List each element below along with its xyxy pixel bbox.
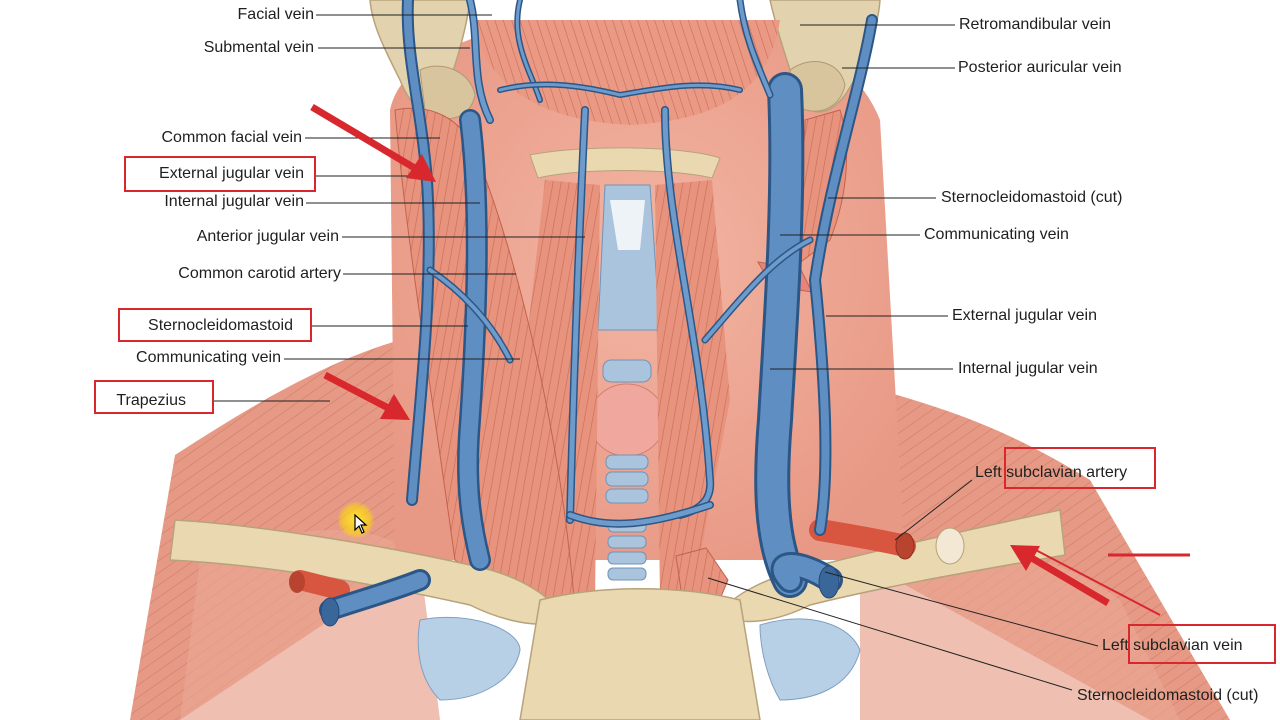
veins: [319, 0, 878, 621]
label-facial-vein: Facial vein: [237, 6, 314, 23]
arrow-annotation-icon: [310, 103, 1190, 616]
label-posterior-auricular-vein: Posterior auricular vein: [958, 59, 1122, 76]
label-internal-jugular-vein-right: Internal jugular vein: [958, 360, 1098, 377]
label-communicating-vein-left: Communicating vein: [136, 349, 281, 366]
subclavian-artery-left: [290, 570, 350, 600]
label-external-jugular-vein-right: External jugular vein: [952, 307, 1097, 324]
cursor-pointer-icon: [354, 514, 368, 534]
label-communicating-vein-right: Communicating vein: [924, 226, 1069, 243]
highlight-box-sternocleidomastoid: [118, 308, 312, 342]
label-left-subclavian-artery: Left subclavian artery: [975, 464, 1128, 481]
label-submental-vein: Submental vein: [203, 39, 314, 56]
label-common-carotid-artery: Common carotid artery: [178, 265, 341, 282]
sternum-manubrium: [519, 588, 761, 720]
label-external-jugular-vein-left: External jugular vein: [159, 165, 304, 182]
label-left-subclavian-vein: Left subclavian vein: [1102, 637, 1243, 654]
label-sternocleidomastoid-left: Sternocleidomastoid: [148, 317, 293, 334]
highlight-box-subclavian-vein: [1128, 624, 1276, 664]
highlight-box-trapezius: [94, 380, 214, 414]
label-trapezius: Trapezius: [116, 392, 186, 409]
thyroid-gland: [588, 383, 666, 457]
label-anterior-jugular-vein: Anterior jugular vein: [196, 228, 339, 245]
trachea-ring: [602, 359, 652, 383]
highlight-box-external-jugular-vein: [124, 156, 316, 192]
highlight-box-subclavian-artery: [1004, 447, 1156, 489]
infrahyoid-muscles-right: [655, 180, 730, 610]
label-internal-jugular-vein-left: Internal jugular vein: [164, 193, 304, 210]
label-retromandibular-vein: Retromandibular vein: [959, 16, 1112, 33]
label-common-facial-vein: Common facial vein: [161, 129, 303, 146]
leader-lines: [214, 14, 1099, 691]
label-sternocleidomastoid-cut-upper: Sternocleidomastoid (cut): [941, 189, 1123, 206]
label-sternocleidomastoid-cut-lower: Sternocleidomastoid (cut): [1077, 687, 1259, 704]
